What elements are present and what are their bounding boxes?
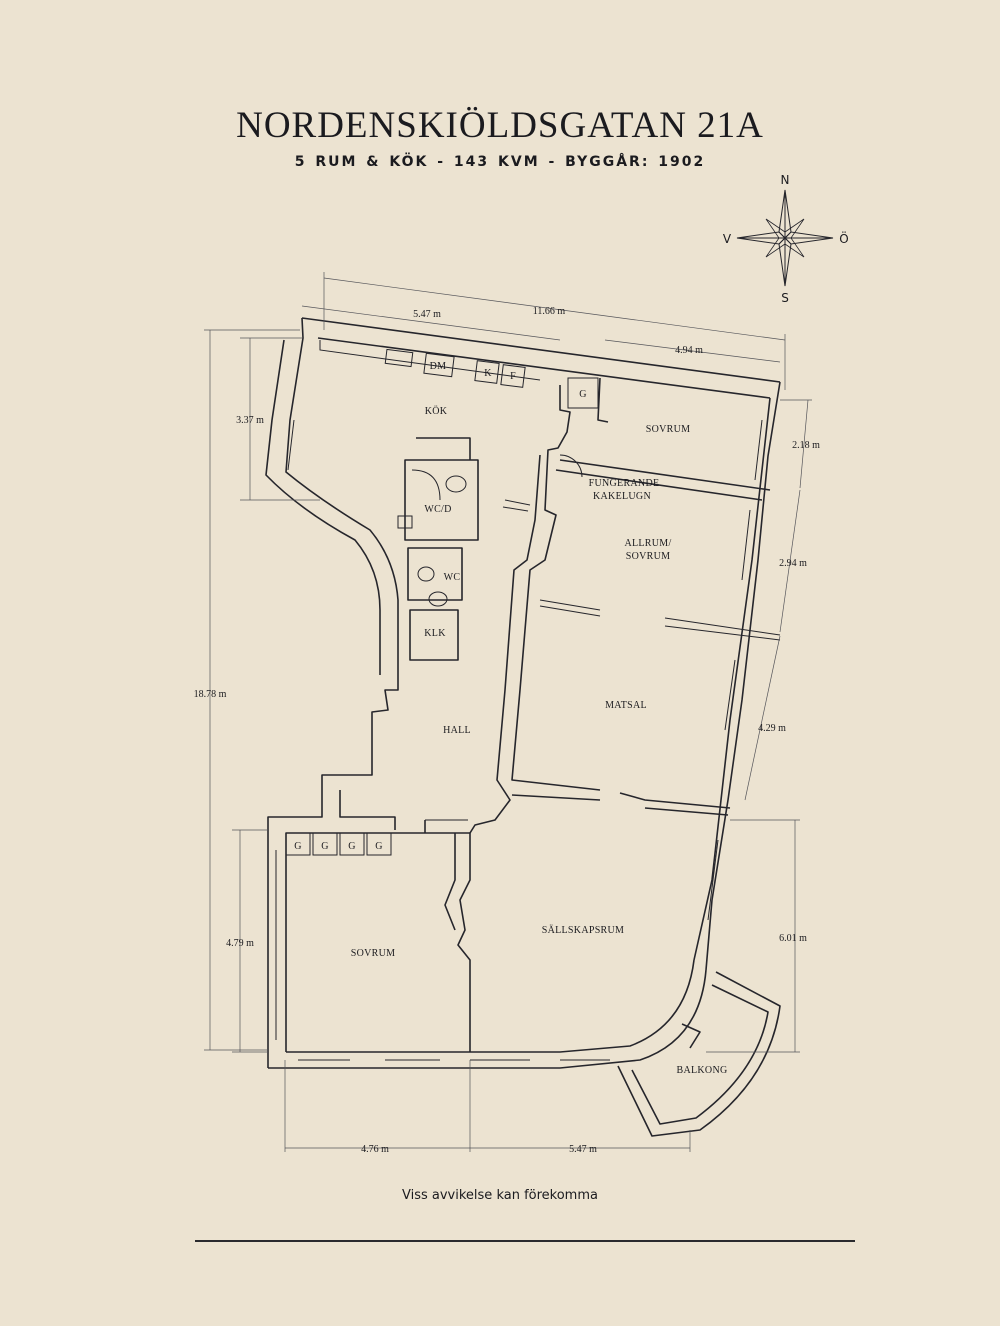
compass-o-label: Ö <box>839 230 848 246</box>
dim-label-right-2: 2.94 m <box>779 558 807 569</box>
compass-s-label: S <box>781 291 789 305</box>
compass-rose-icon <box>736 189 834 287</box>
room-label-matsal: MATSAL <box>605 700 647 711</box>
dim-label-right-1: 2.18 m <box>792 440 820 451</box>
room-label-g3: G <box>348 841 356 852</box>
windows <box>275 419 763 1061</box>
outer-walls <box>265 317 781 1069</box>
dim-label-top-left: 5.47 m <box>413 309 441 320</box>
room-label-wcd: WC/D <box>424 504 451 515</box>
room-label-sovrum-top: SOVRUM <box>646 424 691 435</box>
room-label-kakelugn-2: KAKELUGN <box>593 491 651 502</box>
room-label-g2: G <box>321 841 329 852</box>
dim-label-right-3: 4.29 m <box>758 723 786 734</box>
page-title: NORDENSKIÖLDSGATAN 21A <box>236 105 764 146</box>
room-label-g-storage: G <box>579 389 587 400</box>
dim-label-total-height: 18.78 m <box>194 689 227 700</box>
interior-walls <box>285 340 781 1052</box>
room-label-wc: WC <box>444 572 461 583</box>
page-subtitle: 5 RUM & KÖK - 143 KVM - BYGGÅR: 1902 <box>294 154 706 170</box>
dim-label-top-total: 11.66 m <box>533 306 566 317</box>
room-label-g4: G <box>375 841 383 852</box>
room-label-allrum-1: ALLRUM/ <box>624 538 671 549</box>
room-label-k: K <box>484 368 492 379</box>
room-label-hall: HALL <box>443 725 471 736</box>
room-label-g1: G <box>294 841 302 852</box>
disclaimer-text: Viss avvikelse kan förekomma <box>402 1188 598 1203</box>
dim-label-bottom-right: 5.47 m <box>569 1144 597 1155</box>
room-label-kakelugn-1: FUNGERANDE <box>589 478 660 489</box>
room-label-sallskapsrum: SÄLLSKAPSRUM <box>542 924 625 936</box>
bottom-rule <box>195 1240 855 1242</box>
dim-label-right-4: 6.01 m <box>779 933 807 944</box>
dim-label-bottom-left: 4.76 m <box>361 1144 389 1155</box>
room-label-allrum-2: SOVRUM <box>626 551 671 562</box>
compass-n-label: N <box>781 173 790 187</box>
dim-label-top-right: 4.94 m <box>675 345 703 356</box>
room-label-dm: DM <box>430 361 447 372</box>
room-label-sovrum-bottom: SOVRUM <box>351 948 396 959</box>
room-label-kok: KÖK <box>425 405 448 417</box>
room-label-klk: KLK <box>424 628 446 639</box>
dimension-lines <box>204 272 812 1152</box>
dim-label-left-bottom: 4.79 m <box>226 938 254 949</box>
room-label-f: F <box>510 371 516 382</box>
balcony <box>617 971 781 1137</box>
compass-v-label: V <box>723 232 732 246</box>
dim-label-left-kitchen: 3.37 m <box>236 415 264 426</box>
room-label-balkong: BALKONG <box>677 1065 728 1076</box>
